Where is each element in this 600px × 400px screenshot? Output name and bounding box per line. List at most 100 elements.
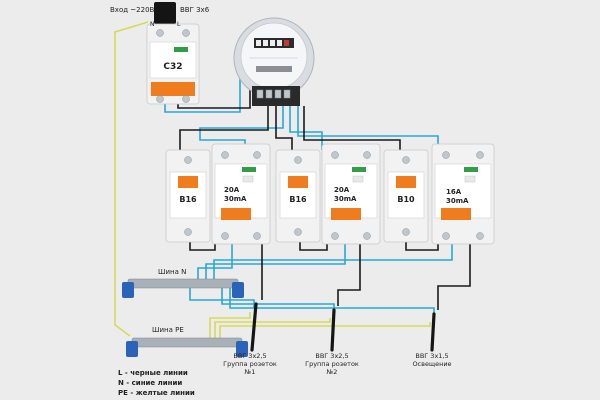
- counter-digit: [270, 40, 275, 46]
- breaker-toggle: [288, 176, 308, 188]
- bus-insulator: [232, 282, 244, 298]
- neutral-bus-label: Шина N: [158, 268, 186, 276]
- brand-logo: [174, 47, 188, 52]
- rcd-current: 30mA: [224, 195, 247, 203]
- rcd-toggle: [441, 208, 471, 220]
- cable-type: ВВГ 3х1,5: [415, 352, 448, 360]
- n-meter-to-rcd2: [289, 106, 323, 150]
- terminal-screw: [221, 232, 229, 240]
- terminal-screw: [253, 151, 261, 159]
- wires: [114, 6, 471, 340]
- cable-purpose: Группа розеток: [223, 360, 277, 368]
- l-b1-to-rcd1: [189, 240, 216, 251]
- brand-logo: [352, 167, 366, 172]
- pe-input-wire: [114, 21, 149, 337]
- cable-label-group2: ВВГ 3х2,5 Группа розеток №2: [305, 352, 359, 376]
- counter-digit: [256, 40, 261, 46]
- rcd-current: 30mA: [446, 197, 469, 205]
- main-breaker-toggle: [151, 82, 195, 96]
- terminal-screw: [476, 151, 484, 159]
- n-main-to-meter: [164, 62, 241, 113]
- input-cable-label: ВВГ 3х6: [180, 6, 210, 14]
- counter-digit: [277, 40, 282, 46]
- pe-bus-bar: [131, 337, 243, 348]
- rcd-1: 20A 30mA: [211, 143, 271, 245]
- l-meter-to-b2: [275, 106, 293, 150]
- n-meter-to-rcd3: [297, 106, 439, 150]
- brand-logo: [242, 167, 256, 172]
- test-button: [242, 175, 254, 183]
- terminal-screw: [331, 232, 339, 240]
- rcd-rating: 20A: [224, 186, 240, 194]
- meter-terminal: [256, 89, 264, 99]
- rcd-toggle: [331, 208, 361, 220]
- bus-insulator: [126, 341, 138, 357]
- terminal-screw: [221, 151, 229, 159]
- input-l-label: L: [177, 21, 181, 28]
- meter-disk-window: [256, 66, 292, 72]
- cable-label-lighting: ВВГ 3х1,5 Освещение: [412, 352, 451, 368]
- test-button: [352, 175, 364, 183]
- rcd-3: 16A 30mA: [431, 143, 495, 245]
- main-breaker: C32: [146, 23, 200, 105]
- rcd-current: 30mA: [334, 195, 357, 203]
- terminal-screw: [331, 151, 339, 159]
- terminal-screw: [442, 232, 450, 240]
- cable-purpose: Группа розеток: [305, 360, 359, 368]
- rcd-rating: 20A: [334, 186, 350, 194]
- cable-label-group1: ВВГ 3х2,5 Группа розеток №1: [223, 352, 277, 376]
- terminal-screw: [294, 156, 302, 164]
- terminal-screw: [363, 232, 371, 240]
- legend-live: L - черные линии: [118, 369, 188, 377]
- cable-type: ВВГ 3х2,5: [315, 352, 348, 360]
- terminal-screw: [476, 232, 484, 240]
- n-rcd3-out: [213, 244, 453, 280]
- neutral-bus: Шина N: [122, 268, 244, 298]
- legend: L - черные линии N - синие линии PE - же…: [118, 369, 195, 397]
- bus-insulator: [122, 282, 134, 298]
- pe-wire-group2: [214, 318, 331, 340]
- l-meter-to-b1: [179, 106, 269, 150]
- rcd-rating: 16A: [446, 188, 462, 196]
- rcd-toggle: [221, 208, 251, 220]
- circuit-breaker-2: B16: [275, 149, 321, 243]
- counter-digit: [263, 40, 268, 46]
- input-n-label: N: [150, 21, 155, 28]
- bus-insulator: [236, 341, 248, 357]
- terminal-screw: [156, 29, 164, 37]
- terminal-screw: [182, 95, 190, 103]
- circuit-breaker-3: B10: [383, 149, 429, 243]
- pe-bus-label: Шина PE: [152, 326, 184, 334]
- terminal-screw: [442, 151, 450, 159]
- rcd-2: 20A 30mA: [321, 143, 381, 245]
- l-b3-to-rcd3: [405, 240, 439, 251]
- terminal-screw: [156, 95, 164, 103]
- main-breaker-label: C32: [163, 62, 182, 72]
- breaker-toggle: [396, 176, 416, 188]
- l-b2-to-rcd2: [299, 240, 328, 251]
- brand-logo: [464, 167, 478, 172]
- counter-digit: [284, 40, 289, 46]
- pe-wire-lighting: [219, 322, 431, 340]
- meter-terminal: [265, 89, 273, 99]
- breaker-label: B10: [397, 195, 415, 204]
- cable-number: №1: [244, 368, 256, 376]
- terminal-screw: [184, 156, 192, 164]
- breaker-label: B16: [289, 195, 307, 204]
- n-bus-to-lighting: [229, 287, 435, 316]
- input-cable-sheath: [154, 2, 176, 24]
- l-rcd3-to-lighting: [437, 244, 471, 310]
- outgoing-cables: [250, 302, 436, 352]
- terminal-screw: [294, 228, 302, 236]
- meter-terminal: [283, 89, 291, 99]
- test-button: [464, 175, 476, 183]
- terminal-screw: [363, 151, 371, 159]
- n-rcd1-out: [197, 244, 233, 280]
- pe-wire-group1: [209, 312, 251, 340]
- input-label: Вход ~220В: [110, 6, 155, 14]
- breaker-toggle: [178, 176, 198, 188]
- meter-glass: [240, 22, 308, 90]
- electricity-meter: [233, 17, 315, 106]
